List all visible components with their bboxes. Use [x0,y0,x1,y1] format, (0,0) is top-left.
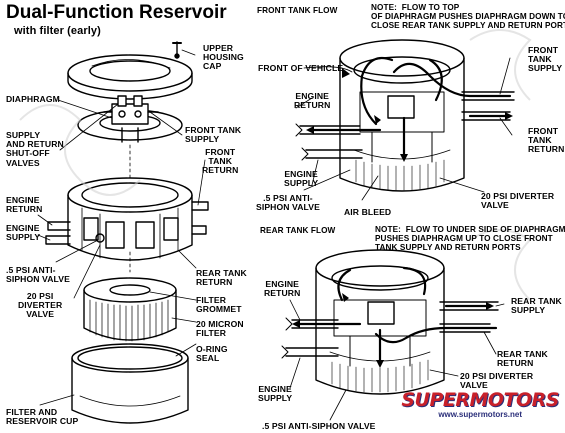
label-upper-housing-cap: UPPER HOUSING CAP [203,43,244,72]
front-flow-note: NOTE: FLOW TO TOP OF DIAPHRAGM PUSHES DI… [371,3,565,31]
label-front-tank-supply-left: FRONT TANK SUPPLY [185,125,242,145]
label-diaphragm: DIAPHRAGM [6,94,60,104]
front-flow-arrows [308,56,512,160]
label-air-bleed: AIR BLEED [344,207,392,217]
label-supply-return-valves: SUPPLY AND RETURN SHUT-OFF VALVES [6,130,64,168]
label-engine-return-front: ENGINE RETURN [294,91,331,111]
label-filter-grommet: FILTER GROMMET [196,295,242,315]
watermark-logo: SUPERMOTORS [401,389,559,411]
diaphragm-drawing [77,95,183,143]
diagram-subtitle: with filter (early) [14,25,101,37]
label-front-tank-return-left: FRONT TANK RETURN [202,147,239,176]
label-engine-supply-front: ENGINE SUPPLY [284,169,319,189]
rear-flow-note: NOTE: FLOW TO UNDER SIDE OF DIAPHRAGM PU… [375,225,565,253]
label-rear-tank-supply: REAR TANK SUPPLY [511,296,562,316]
rear-flow-heading: REAR TANK FLOW [260,226,336,235]
label-engine-supply-left: ENGINE SUPPLY [6,223,41,243]
label-front-tank-return-right: FRONT TANK RETURN [528,126,565,155]
label-anti-siphon-rear: .5 PSI ANTI-SIPHON VALVE [262,421,376,431]
front-flow-arrowheads [306,112,513,162]
label-diverter-valve-left: 20 PSI DIVERTER VALVE [18,291,63,320]
diagram-title: Dual-Function Reservoir [6,2,227,23]
label-micron-filter: 20 MICRON FILTER [196,319,244,339]
label-filter-cup: FILTER AND RESERVOIR CUP [6,407,79,427]
rear-flow-arrowheads [292,293,494,368]
label-anti-siphon-left: .5 PSI ANTI- SIPHON VALVE [6,265,70,285]
label-rear-tank-return-left: REAR TANK RETURN [196,268,247,288]
label-oring-seal: O-RING SEAL [196,344,228,364]
rear-flow-leader-lines [289,299,505,421]
micron-filter-drawing [83,277,177,342]
front-flow-heading: FRONT TANK FLOW [257,6,338,15]
label-engine-supply-rear: ENGINE SUPPLY [258,384,293,404]
upper-housing-cap-drawing [67,41,193,100]
rear-tank-flow-drawing [281,249,505,421]
label-anti-siphon-front: .5 PSI ANTI- SIPHON VALVE [256,193,320,213]
reservoir-housing-drawing [45,177,209,261]
reservoir-cup-drawing [71,343,189,424]
label-diverter-valve-front: 20 PSI DIVERTER VALVE [481,191,555,211]
label-engine-return-rear: ENGINE RETURN [264,279,301,299]
watermark-url: www.supermotors.net [438,410,523,419]
rear-flow-arrows [294,266,498,366]
label-front-tank-supply-right: FRONT TANK SUPPLY [528,45,563,74]
label-rear-tank-return: REAR TANK RETURN [497,349,548,369]
exploded-view [37,41,209,424]
supermotors-watermark: SUPERMOTORS www.supermotors.net [401,390,559,419]
label-front-of-vehicle: FRONT OF VEHICLE [258,63,344,73]
label-engine-return-left: ENGINE RETURN [6,195,43,215]
label-diverter-valve-rear: 20 PSI DIVERTER VALVE [460,371,534,391]
